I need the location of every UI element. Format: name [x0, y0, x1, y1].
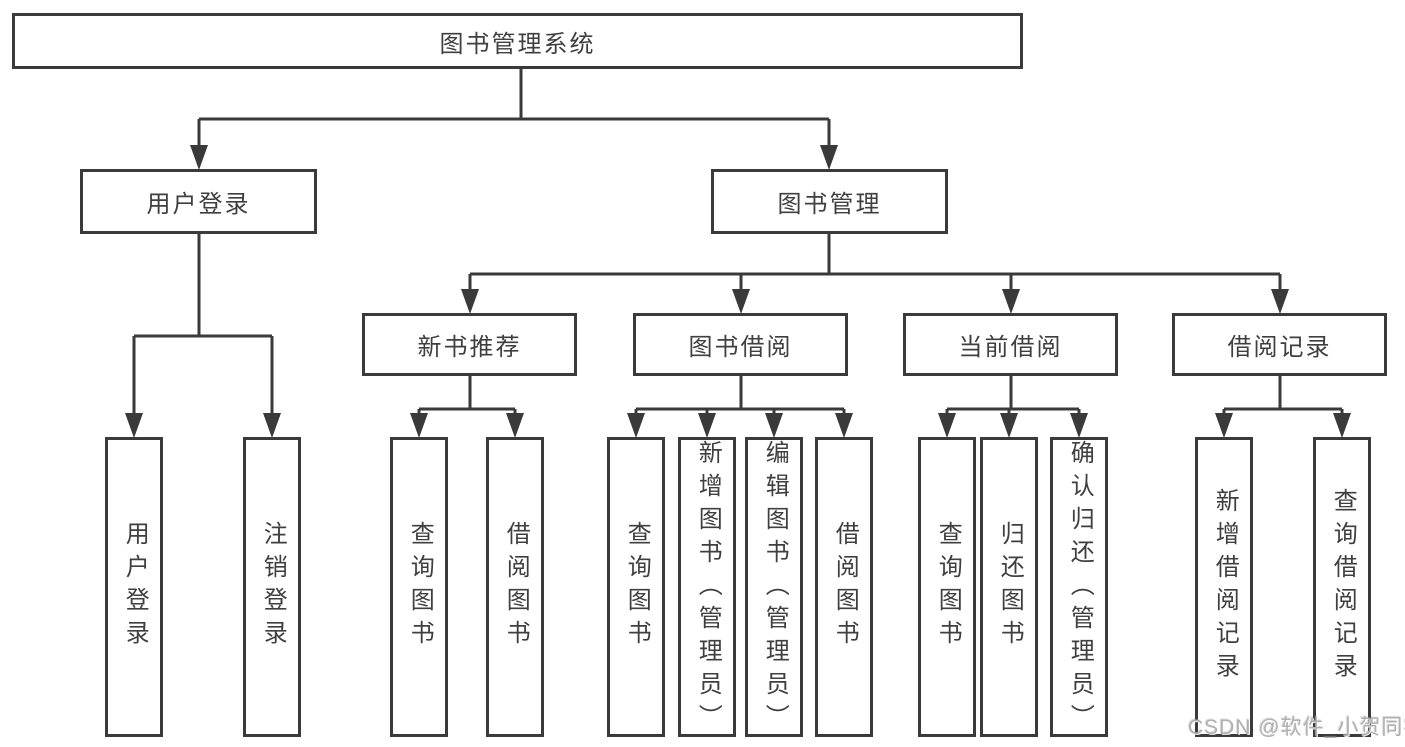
- connector-borrowing-split: [634, 376, 846, 416]
- leaf-query-books-current: 查询图书: [918, 437, 976, 737]
- leaf-label: 用户登录: [121, 521, 149, 653]
- node-book-borrowing: 图书借阅: [633, 313, 848, 376]
- leaf-borrow-books-recommend: 借阅图书: [486, 437, 544, 737]
- arrowheads: [125, 145, 1351, 438]
- node-root: 图书管理系统: [12, 13, 1023, 69]
- connector-userlogin-split: [132, 234, 274, 416]
- leaf-add-books-admin: 新增图书（管理员）: [678, 437, 736, 737]
- node-current-borrowing: 当前借阅: [903, 313, 1118, 376]
- leaf-query-borrow-record: 查询借阅记录: [1313, 437, 1371, 737]
- connector-bookmgmt-to-level3: [468, 234, 1282, 292]
- leaf-label: 借阅图书: [831, 521, 859, 653]
- leaf-label: 新增图书（管理员）: [694, 440, 722, 737]
- leaf-label: 编辑图书（管理员）: [761, 440, 789, 737]
- leaf-return-books: 归还图书: [980, 437, 1038, 737]
- leaf-label: 查询图书: [406, 521, 434, 653]
- leaf-query-books-recommend: 查询图书: [390, 437, 448, 737]
- connector-newbook-split: [417, 376, 517, 416]
- leaf-borrow-books: 借阅图书: [815, 437, 873, 737]
- leaf-label: 查询图书: [623, 521, 651, 653]
- node-new-book-recommend: 新书推荐: [362, 313, 577, 376]
- leaf-label: 新增借阅记录: [1211, 488, 1239, 686]
- leaf-label: 归还图书: [996, 521, 1024, 653]
- leaf-label: 查询图书: [934, 521, 962, 653]
- leaf-edit-books-admin: 编辑图书（管理员）: [745, 437, 803, 737]
- leaf-label: 借阅图书: [502, 521, 530, 653]
- leaf-user-login: 用户登录: [105, 437, 163, 737]
- leaf-query-books-borrowing: 查询图书: [607, 437, 665, 737]
- connector-root-to-level2: [197, 69, 831, 150]
- node-book-management: 图书管理: [711, 169, 948, 234]
- node-user-login: 用户登录: [80, 169, 317, 234]
- connector-records-split: [1222, 376, 1344, 416]
- connector-current-split: [945, 376, 1081, 416]
- csdn-watermark: CSDN @软件_小贺同学: [1188, 716, 1405, 739]
- leaf-label: 查询借阅记录: [1329, 488, 1357, 686]
- leaf-label: 注销登录: [259, 521, 287, 653]
- leaf-add-borrow-record: 新增借阅记录: [1195, 437, 1253, 737]
- node-borrow-records: 借阅记录: [1172, 313, 1387, 376]
- leaf-confirm-return-admin: 确认归还（管理员）: [1050, 437, 1108, 737]
- leaf-logout: 注销登录: [243, 437, 301, 737]
- leaf-label: 确认归还（管理员）: [1066, 440, 1094, 737]
